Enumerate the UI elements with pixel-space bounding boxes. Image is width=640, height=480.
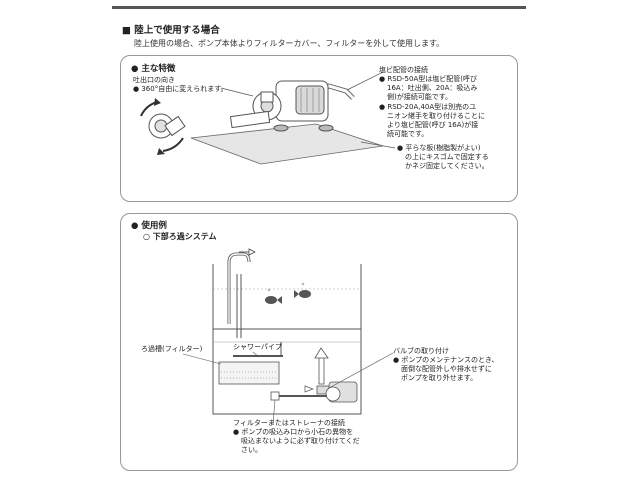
top-rule [112, 6, 526, 9]
features-panel: ● 主な特徴 吐出口の向き ● 360°自由に変えられます。 塩ビ配管の接続 ●… [120, 55, 518, 202]
usage-panel: ● 使用例 ○ 下部ろ過システム ろ過槽(フィルター) シャワーパイプ バルブの… [120, 213, 518, 471]
plate-note-line1: ● 平らな板(樹脂製がよい) [397, 144, 481, 152]
pipe-note2-line4: 続可能です。 [387, 130, 429, 138]
outlet-note: ● 360°自由に変えられます。 [133, 85, 228, 93]
plate-note-line3: かネジ固定してください。 [405, 162, 489, 170]
usage-heading: ● 使用例 [131, 221, 167, 231]
pipe-note1-line2: 16A：吐出側、20A：吸込み [387, 84, 478, 92]
pipe-note1-line1: ● RSD-50A型は塩ビ配管(呼び [379, 75, 477, 83]
section-subtitle: 陸上使用の場合、ポンプ本体よりフィルターカバー、フィルターを外して使用します。 [134, 39, 445, 48]
shower-pipe-label: シャワーパイプ [233, 343, 282, 351]
pipe-title: 塩ビ配管の接続 [379, 66, 428, 74]
strainer-note-line3: さい。 [241, 446, 262, 454]
valve-note-line1: ● ポンプのメンテナンスのとき、 [393, 356, 499, 364]
pipe-note2-line1: ● RSD-20A,40A型は別売のユ [379, 103, 477, 111]
strainer-title: フィルターまたはストレーナの接続 [233, 419, 345, 427]
filtration-system-diagram [182, 248, 394, 425]
system-title: ○ 下部ろ過システム [143, 232, 217, 241]
strainer-note-line1: ● ポンプの吸込み口から小石の異物を [233, 428, 354, 436]
pipe-note2-line2: ニオン継手を取り付けることに [387, 112, 485, 120]
valve-note-line2: 面倒な配管外しや排水せずに [401, 365, 492, 373]
filter-tank-label: ろ過槽(フィルター) [141, 345, 203, 353]
valve-note-line3: ポンプを取り外せます。 [401, 374, 478, 382]
section-title: ■ 陸上で使用する場合 [122, 25, 220, 36]
pipe-note1-line3: 側)が接続可能です。 [387, 93, 453, 101]
features-heading: ● 主な特徴 [131, 64, 176, 74]
valve-title: バルブの取り付け [393, 347, 449, 355]
plate-note-line2: の上にキスゴムで固定する [405, 153, 489, 161]
outlet-title: 吐出口の向き [133, 76, 175, 84]
pipe-note2-line3: より塩ビ配管(呼び 16A)が接 [387, 121, 479, 129]
strainer-note-line2: 吸込まないように必ず取り付けてくだ [241, 437, 360, 445]
pump-illustration [140, 71, 396, 165]
